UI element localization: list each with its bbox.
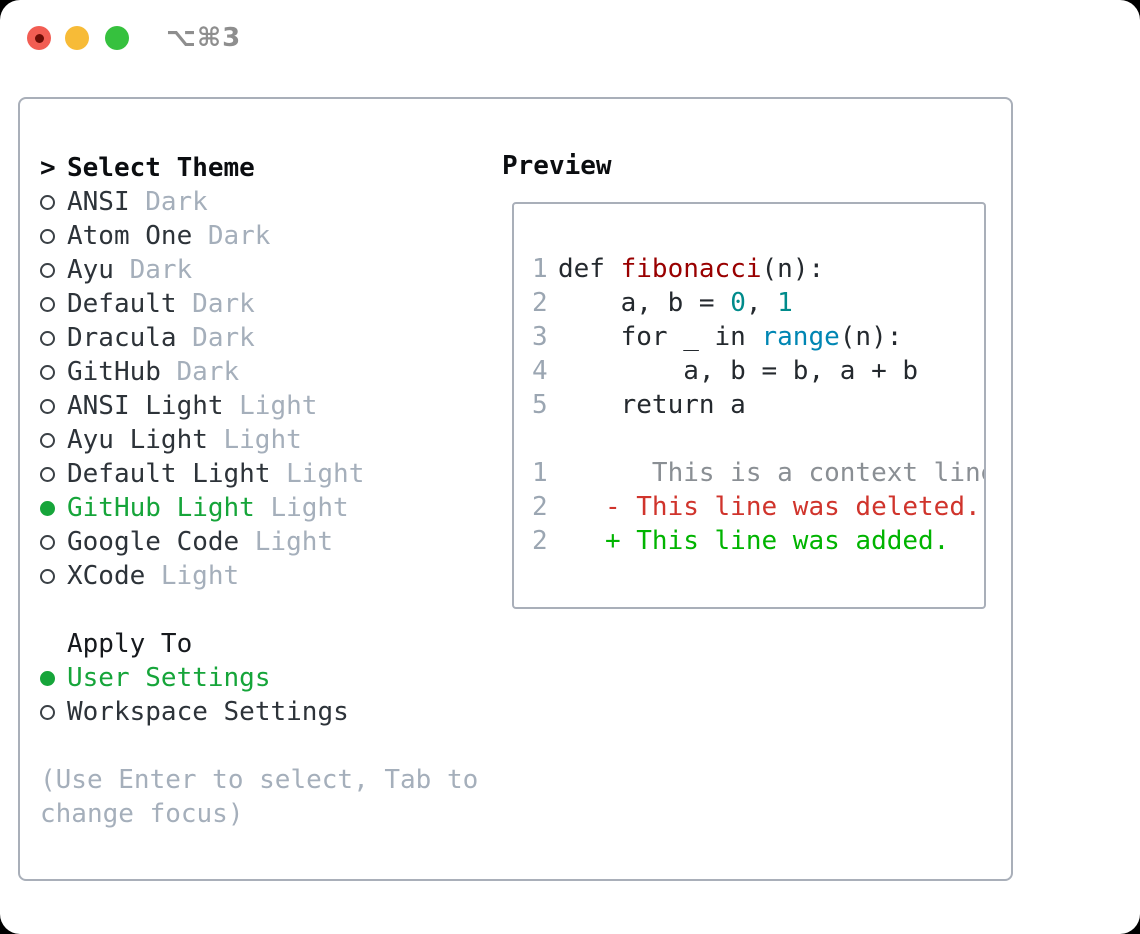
radio-unselected-icon <box>40 398 55 414</box>
code-token: (n): <box>839 322 903 352</box>
code-token: (n): <box>761 254 825 284</box>
radio-selected-icon <box>40 500 55 516</box>
theme-option-ayu-light[interactable]: Ayu Light Light <box>40 423 500 457</box>
variant-tag: Light <box>223 425 302 455</box>
code-token: a, b = b, a + b <box>558 356 919 386</box>
theme-option-github-light[interactable]: GitHub Light Light <box>40 491 500 525</box>
code-token: 1 <box>777 288 793 318</box>
theme-section-title: Select Theme <box>67 153 255 183</box>
code-line: 2 a, b = 0, 1 <box>532 286 984 320</box>
window-shortcut-label: ⌥⌘3 <box>166 23 242 53</box>
code-line: 3 for _ in range(n): <box>532 320 984 354</box>
line-number: 2 <box>532 492 548 522</box>
diff-preview: 1 This is a context line. 2 - This line … <box>532 456 984 558</box>
code-token: a, b = <box>558 288 731 318</box>
radio-unselected-icon <box>40 194 55 210</box>
variant-tag: Dark <box>176 357 240 387</box>
apply-option-user-settings[interactable]: User Settings <box>40 661 500 695</box>
radio-unselected-icon <box>40 568 55 584</box>
theme-section-header: > Select Theme <box>40 151 500 185</box>
line-number: 1 <box>532 458 548 488</box>
theme-list: ANSI Dark Atom One Dark Ayu Dark Default… <box>40 185 500 593</box>
variant-tag: Dark <box>129 255 193 285</box>
variant-tag: Light <box>270 493 349 523</box>
theme-option-dracula[interactable]: Dracula Dark <box>40 321 500 355</box>
diff-line-added: 2 + This line was added. <box>532 526 950 556</box>
variant-tag: Light <box>254 527 334 557</box>
line-number: 2 <box>532 526 548 556</box>
apply-section-title: Apply To <box>67 629 193 659</box>
minimize-button[interactable] <box>65 26 89 50</box>
radio-unselected-icon <box>40 262 55 278</box>
theme-option-ansi-light[interactable]: ANSI Light Light <box>40 389 500 423</box>
diff-line-context: 1 This is a context line. <box>532 458 986 488</box>
preview-title: Preview <box>502 151 612 181</box>
radio-unselected-icon <box>40 364 55 380</box>
variant-tag: Dark <box>145 187 208 217</box>
code-token: for _ in <box>558 322 762 352</box>
theme-option-default[interactable]: Default Dark <box>40 287 500 321</box>
theme-selector-column: > Select Theme ANSI Dark Atom One Dark A… <box>40 151 500 831</box>
radio-unselected-icon <box>40 466 55 482</box>
apply-section-header: Apply To <box>40 627 500 661</box>
apply-option-workspace-settings[interactable]: Workspace Settings <box>40 695 500 729</box>
theme-option-atom-one[interactable]: Atom One Dark <box>40 219 500 253</box>
help-text: (Use Enter to select, Tab to change focu… <box>40 765 479 829</box>
radio-unselected-icon <box>40 296 55 312</box>
code-token: fibonacci <box>620 254 762 284</box>
radio-unselected-icon <box>40 330 55 346</box>
theme-option-google-code[interactable]: Google Code Light <box>40 525 500 559</box>
theme-picker-panel: > Select Theme ANSI Dark Atom One Dark A… <box>18 97 1013 881</box>
theme-option-github[interactable]: GitHub Dark <box>40 355 500 389</box>
code-token: , <box>745 288 778 318</box>
theme-option-default-light[interactable]: Default Light Light <box>40 457 500 491</box>
theme-option-ayu[interactable]: Ayu Dark <box>40 253 500 287</box>
code-preview: 1 def fibonacci(n): 2 a, b = 0, 1 3 for … <box>532 252 984 422</box>
line-number: 3 <box>532 322 548 352</box>
selection-caret-icon: > <box>40 153 56 183</box>
theme-option-ansi[interactable]: ANSI Dark <box>40 185 500 219</box>
variant-tag: Dark <box>192 289 255 319</box>
radio-unselected-icon <box>40 228 55 244</box>
line-number: 1 <box>532 254 548 284</box>
code-token: return a <box>558 390 746 420</box>
variant-tag: Dark <box>192 323 255 353</box>
radio-selected-icon <box>40 670 55 686</box>
code-token: range <box>761 322 840 352</box>
close-button[interactable] <box>27 26 51 50</box>
variant-tag: Light <box>239 391 318 421</box>
preview-box: 1 def fibonacci(n): 2 a, b = 0, 1 3 for … <box>512 202 986 609</box>
radio-unselected-icon <box>40 534 55 550</box>
variant-tag: Light <box>286 459 365 489</box>
line-number: 2 <box>532 288 548 318</box>
code-line: 1 def fibonacci(n): <box>532 252 984 286</box>
maximize-button[interactable] <box>105 26 129 50</box>
code-token: 0 <box>730 288 746 318</box>
code-line: 4 a, b = b, a + b <box>532 354 984 388</box>
preview-spacer <box>532 422 984 456</box>
line-number: 4 <box>532 356 548 386</box>
radio-unselected-icon <box>40 432 55 448</box>
diff-line-deleted: 2 - This line was deleted. <box>532 492 981 522</box>
variant-tag: Dark <box>207 221 271 251</box>
close-button-dot <box>34 33 44 43</box>
code-token: def <box>558 254 621 284</box>
code-line: 5 return a <box>532 388 984 422</box>
variant-tag: Light <box>160 561 240 591</box>
theme-option-xcode[interactable]: XCode Light <box>40 559 500 593</box>
titlebar: ⌥⌘3 <box>0 0 1140 76</box>
apply-target-list: User Settings Workspace Settings <box>40 661 500 729</box>
line-number: 5 <box>532 390 548 420</box>
radio-unselected-icon <box>40 704 55 720</box>
